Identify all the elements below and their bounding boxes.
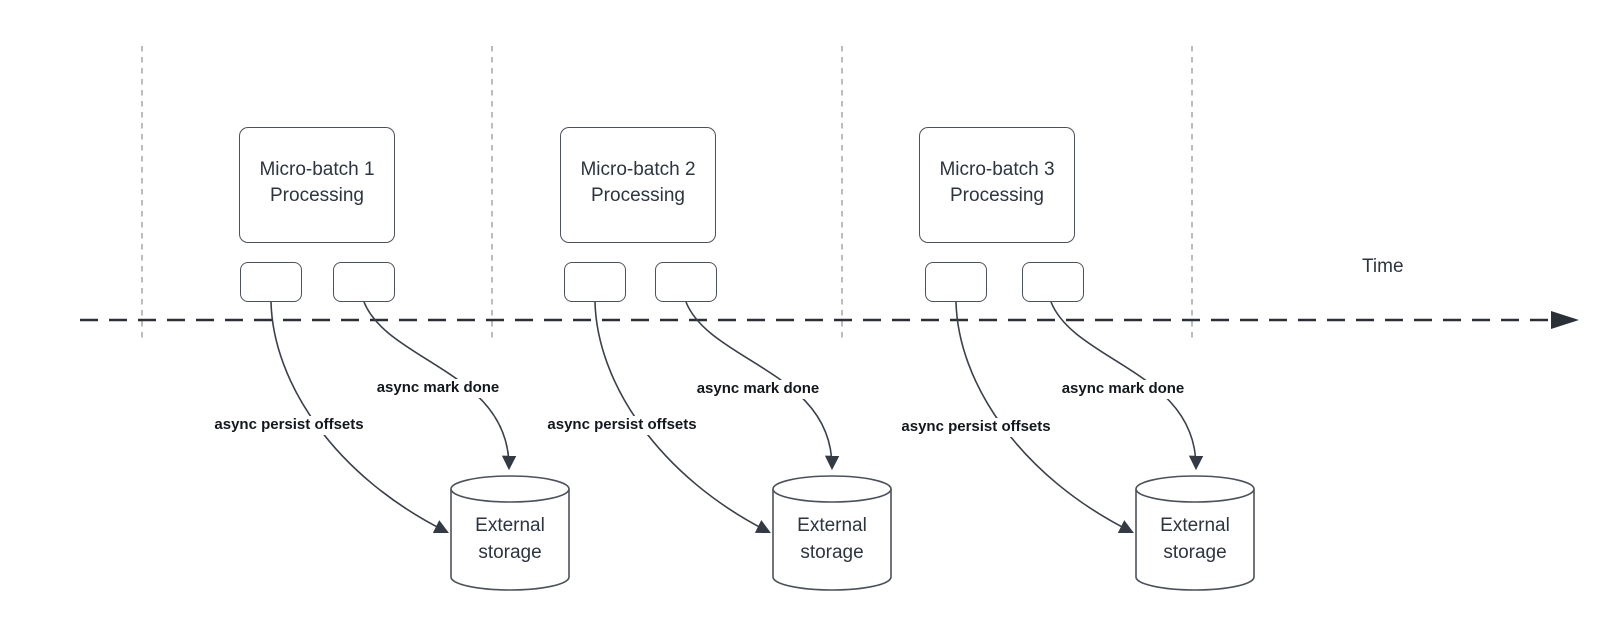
cylinder-top: [772, 475, 892, 503]
cylinder-body: [772, 489, 892, 591]
task-box-1-left: [240, 262, 302, 302]
cylinder-top: [1135, 475, 1255, 503]
process-box-1: Micro-batch 1 Processing: [239, 127, 395, 243]
process-box-subtitle: Processing: [591, 184, 685, 206]
cylinder-body: [450, 489, 570, 591]
storage-cylinder-1: [450, 475, 570, 591]
mark-done-label-1: async mark done: [373, 379, 503, 398]
storage-label-2: External storage: [762, 513, 902, 566]
mark-done-arrow-2: [685, 301, 840, 471]
process-box-title: Micro-batch 2: [580, 159, 696, 181]
process-box-2: Micro-batch 2 Processing: [560, 127, 716, 243]
storage-label-line1: External: [797, 515, 867, 536]
task-box-2-left: [564, 262, 626, 302]
mark-done-label-2: async mark done: [693, 380, 823, 399]
process-box-subtitle: Processing: [270, 184, 364, 206]
process-box-title: Micro-batch 3: [939, 159, 1055, 181]
storage-label-line2: storage: [1163, 541, 1227, 563]
time-axis-arrowhead-icon: [1551, 311, 1579, 329]
task-box-2-right: [655, 262, 717, 302]
persist-offsets-label-2: async persist offsets: [544, 416, 700, 435]
storage-label-line1: External: [1160, 515, 1230, 536]
persist-offsets-arrow-3: [955, 301, 1134, 534]
process-box-subtitle: Processing: [950, 184, 1044, 206]
cylinder-top: [450, 475, 570, 503]
process-box-title: Micro-batch 1: [259, 159, 375, 181]
storage-label-line1: External: [475, 515, 545, 536]
storage-label-line2: storage: [800, 541, 864, 563]
storage-label-line2: storage: [478, 541, 542, 563]
task-box-3-left: [925, 262, 987, 302]
storage-label-1: External storage: [440, 513, 580, 566]
cylinder-body: [1135, 489, 1255, 591]
time-axis-label: Time: [1362, 256, 1404, 277]
storage-label-3: External storage: [1125, 513, 1265, 566]
mark-done-arrow-1: [363, 301, 517, 471]
task-box-3-right: [1022, 262, 1084, 302]
task-box-1-right: [333, 262, 395, 302]
persist-offsets-label-3: async persist offsets: [898, 418, 1054, 437]
process-box-3: Micro-batch 3 Processing: [919, 127, 1075, 243]
persist-offsets-label-1: async persist offsets: [211, 416, 367, 435]
storage-cylinder-2: [772, 475, 892, 591]
mark-done-arrow-3: [1050, 301, 1204, 471]
mark-done-label-3: async mark done: [1058, 380, 1188, 399]
storage-cylinder-3: [1135, 475, 1255, 591]
